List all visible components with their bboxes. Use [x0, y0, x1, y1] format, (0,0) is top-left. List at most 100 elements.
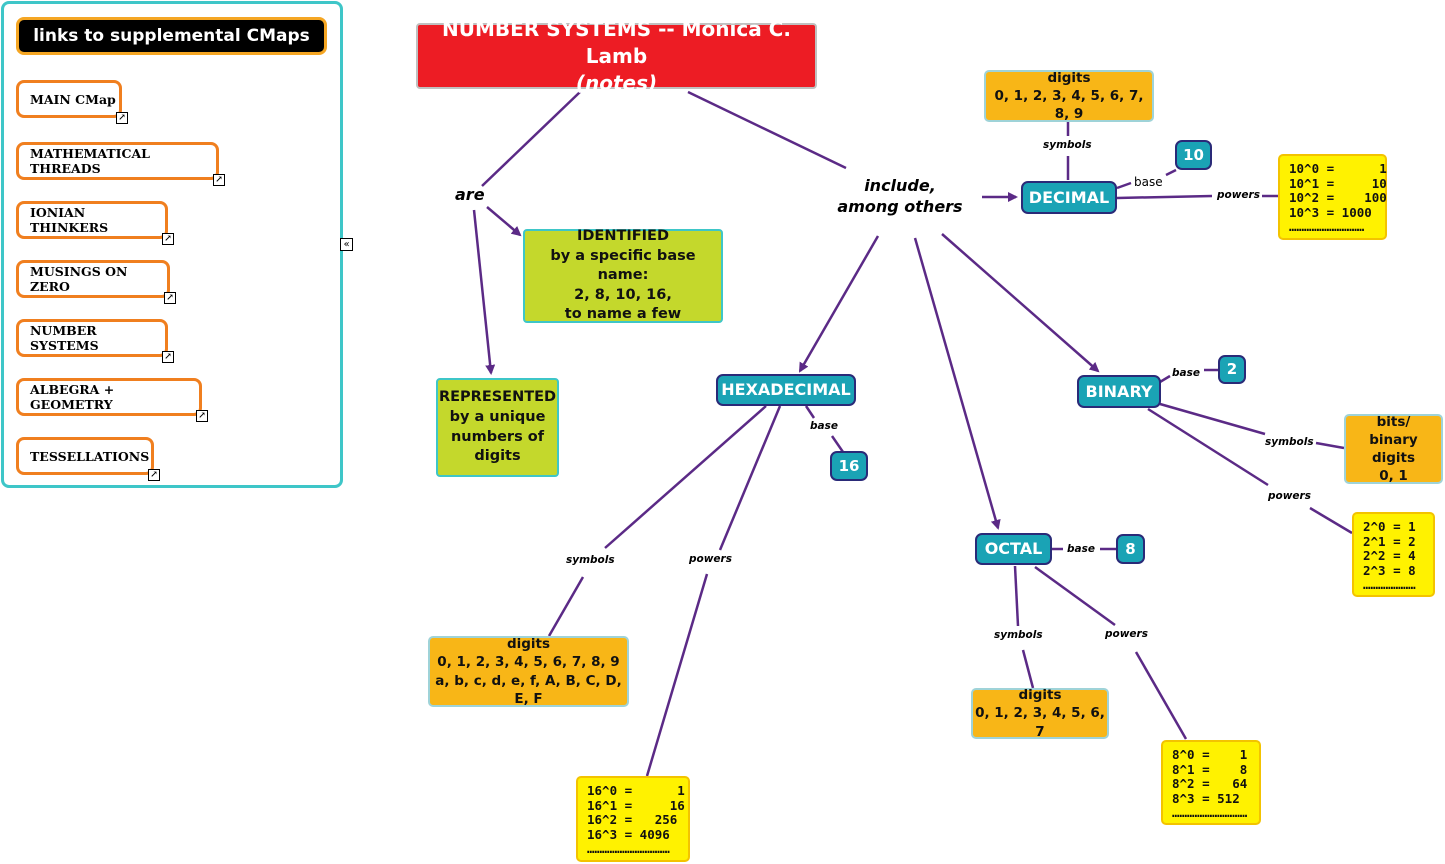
identified-line: to name a few	[564, 306, 682, 323]
hex-powers-node: 16^0 = 1 16^1 = 16 16^2 = 256 16^3 = 409…	[576, 776, 690, 862]
decimal-base-label: base	[1134, 175, 1163, 189]
collapse-icon[interactable]: «	[340, 238, 353, 251]
external-link-icon[interactable]: ↗	[164, 292, 176, 304]
link-main-cmap[interactable]: MAIN CMap ↗	[16, 80, 128, 124]
binary-powers-line: 2^0 = 1	[1363, 519, 1416, 534]
hex-powers-line: 16^0 = 1	[587, 783, 685, 798]
binary-node: BINARY	[1077, 375, 1161, 408]
link-mathematical-threads[interactable]: MATHEMATICAL THREADS ↗	[16, 142, 225, 186]
octal-symbols-label: symbols	[994, 629, 1043, 641]
external-link-icon[interactable]: ↗	[116, 112, 128, 124]
edge-decimal-powers	[1116, 194, 1213, 200]
decimal-powers-line: 10^2 = 100	[1289, 190, 1387, 205]
decimal-digits-line: digits	[1047, 69, 1091, 86]
represented-line: REPRESENTED	[438, 389, 557, 406]
edge-binary-powers	[1147, 407, 1269, 487]
octal-powers-label: powers	[1105, 628, 1148, 640]
decimal-powers-label: powers	[1217, 189, 1260, 201]
identified-line: 2, 8, 10, 16,	[574, 286, 672, 303]
edge-title-are	[481, 91, 581, 187]
hex-powers-line: ……………………………	[587, 841, 670, 856]
panel-title: links to supplemental CMaps	[16, 17, 327, 55]
link-musings-on-zero[interactable]: MUSINGS ON ZERO ↗	[16, 260, 176, 304]
represented-node: REPRESENTED by a unique numbers of digit…	[436, 378, 559, 477]
edge-powers-hexpowers	[645, 573, 709, 777]
binary-powers-line: 2^2 = 4	[1363, 548, 1416, 563]
edge-powers-octpowers	[1134, 651, 1188, 740]
edge-hex-symbols	[604, 405, 767, 549]
label-include: include, among others	[836, 176, 964, 218]
identified-line: IDENTIFIED	[577, 228, 669, 245]
hexadecimal-node: HEXADECIMAL	[716, 374, 856, 406]
link-algebra-geometry[interactable]: ALBEGRA + GEOMETRY ↗	[16, 378, 208, 422]
binary-digits-line: bits/	[1376, 413, 1411, 430]
decimal-powers-node: 10^0 = 1 10^1 = 10 10^2 = 100 10^3 = 100…	[1278, 154, 1387, 240]
hex-powers-label: powers	[689, 553, 732, 565]
octal-digits-node: digits 0, 1, 2, 3, 4, 5, 6, 7	[971, 687, 1109, 740]
edge-include-hex	[798, 235, 880, 373]
hex-digits-line: digits	[506, 636, 551, 653]
edge-decimal-base	[1116, 181, 1132, 190]
decimal-powers-line: 10^1 = 10	[1289, 175, 1387, 191]
decimal-powers-line: …………………………	[1289, 219, 1365, 234]
binary-powers-line: 2^1 = 2	[1363, 533, 1416, 549]
link-ionian-thinkers[interactable]: IONIAN THINKERS ↗	[16, 201, 174, 245]
link-label: TESSELLATIONS	[30, 448, 150, 464]
link-tessellations[interactable]: TESSELLATIONS ↗	[16, 437, 160, 481]
external-link-icon[interactable]: ↗	[213, 174, 225, 186]
edge-symbols-bits	[1315, 441, 1345, 450]
external-link-icon[interactable]: ↗	[162, 351, 174, 363]
decimal-digits-line: 0, 1, 2, 3, 4, 5, 6, 7, 8, 9	[994, 87, 1144, 123]
edge-are-represented	[472, 209, 496, 375]
edge-include-octal	[913, 237, 1001, 530]
binary-base-node: 2	[1218, 355, 1246, 384]
decimal-digits-node: digits 0, 1, 2, 3, 4, 5, 6, 7, 8, 9	[984, 70, 1154, 122]
label-include-line1: include,	[864, 176, 936, 195]
hex-digits-node: digits 0, 1, 2, 3, 4, 5, 6, 7, 8, 9 a, b…	[428, 636, 629, 707]
title-node: NUMBER SYSTEMS -- Monica C. Lamb (notes)	[416, 17, 817, 95]
edge-title-include	[687, 90, 847, 170]
hex-powers-line: 16^2 = 256	[587, 812, 678, 827]
external-link-icon[interactable]: ↗	[162, 233, 174, 245]
binary-powers-node: 2^0 = 1 2^1 = 2 2^2 = 4 2^3 = 8 …………………	[1352, 512, 1435, 597]
link-label: ALBEGRA + GEOMETRY	[30, 382, 115, 412]
label-include-line2: among others	[837, 196, 963, 216]
link-number-systems[interactable]: NUMBER SYSTEMS ↗	[16, 319, 174, 363]
hex-digits-line: 0, 1, 2, 3, 4, 5, 6, 7, 8, 9	[437, 654, 620, 671]
link-label: NUMBER SYSTEMS	[30, 323, 99, 353]
hex-powers-line: 16^1 = 16	[587, 797, 685, 813]
hex-base-node: 16	[830, 451, 868, 481]
link-label: MAIN CMap	[30, 91, 116, 107]
hex-digits-line: a, b, c, d, e, f, A, B, C, D, E, F	[435, 672, 622, 707]
edge-hex-powers	[718, 405, 782, 551]
represented-line: digits	[474, 448, 521, 465]
binary-digits-node: bits/ binary digits 0, 1	[1344, 414, 1443, 484]
represented-line: numbers of	[450, 428, 545, 445]
octal-powers-line: 8^2 = 64	[1172, 776, 1248, 791]
octal-powers-line: …………………………	[1172, 805, 1248, 820]
binary-powers-label: powers	[1268, 490, 1311, 502]
link-label: IONIAN THINKERS	[30, 205, 109, 235]
octal-powers-line: 8^3 = 512	[1172, 790, 1240, 806]
identified-node: IDENTIFIED by a specific base name: 2, 8…	[523, 228, 723, 323]
edge-include-binary	[941, 233, 1100, 373]
edge-symbols-octdigits	[1021, 649, 1035, 689]
decimal-powers-line: 10^0 = 1	[1289, 161, 1387, 176]
octal-node: OCTAL	[975, 533, 1052, 565]
octal-powers-node: 8^0 = 1 8^1 = 8 8^2 = 64 8^3 = 512 ………………	[1161, 740, 1261, 825]
edge-hex-base	[804, 405, 816, 419]
binary-digits-line: binary digits	[1369, 431, 1418, 466]
edge-octal-symbols	[1013, 565, 1020, 627]
octal-base-node: 8	[1116, 534, 1145, 564]
edge-base-16	[830, 435, 845, 453]
external-link-icon[interactable]: ↗	[148, 469, 160, 481]
octal-base-label: base	[1067, 543, 1095, 555]
represented-line: by a unique	[449, 408, 546, 425]
decimal-node: DECIMAL	[1021, 181, 1117, 214]
decimal-powers-line: 10^3 = 1000	[1289, 204, 1372, 220]
external-link-icon[interactable]: ↗	[196, 410, 208, 422]
title-main: NUMBER SYSTEMS -- Monica C. Lamb	[442, 16, 791, 68]
decimal-symbols-label: symbols	[1043, 139, 1092, 151]
edge-powers-binpowers	[1309, 506, 1353, 535]
